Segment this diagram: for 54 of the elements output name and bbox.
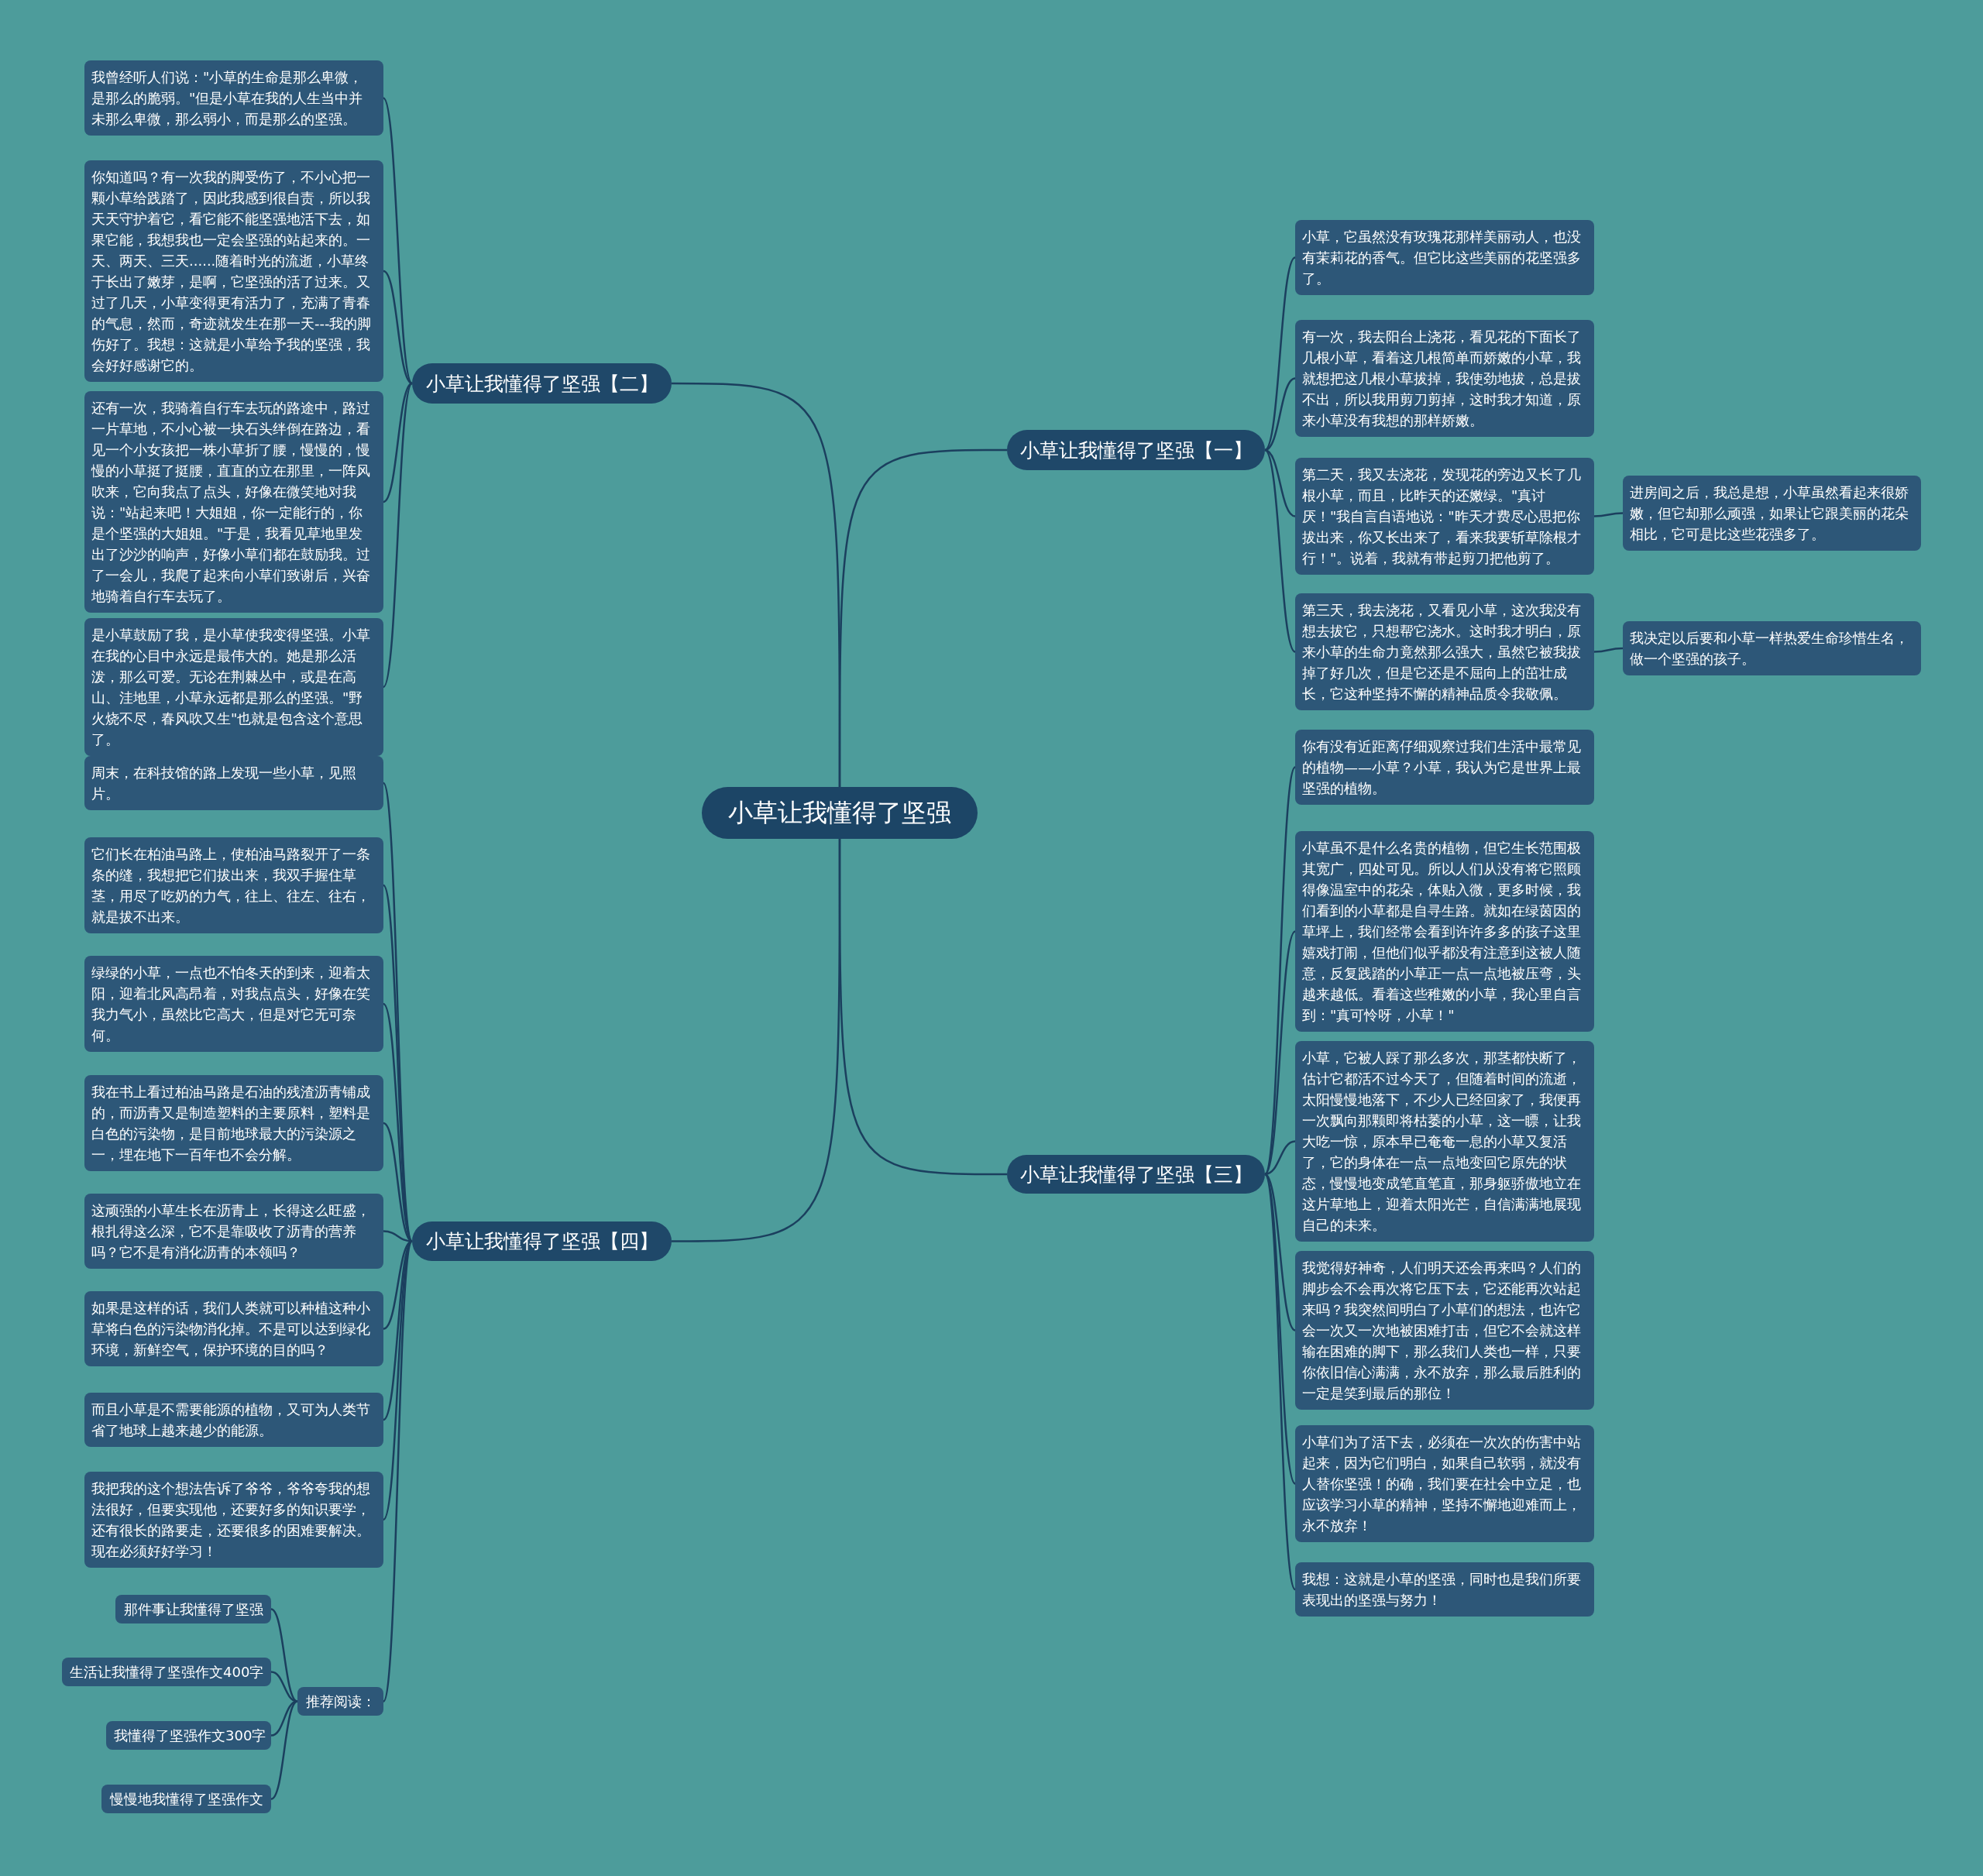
text-box: 它们长在柏油马路上，使柏油马路裂开了一条条的缝，我想把它们拔出来，我双手握住草茎，用尽了吃奶的力气，往上、往左、往右，就是拔不出来。 [84, 837, 383, 933]
connector-line [672, 839, 841, 1242]
connector-line [382, 97, 414, 384]
connector-line [1593, 647, 1624, 653]
connector-line [1264, 930, 1296, 1175]
link-box: 推荐阅读： [297, 1687, 383, 1716]
text-box: 你有没有近距离仔细观察过我们生活中最常见的植物——小草？小草，我认为它是世界上最坚强的植物。 [1295, 730, 1594, 805]
link-box: 生活让我懂得了坚强作文400字 [62, 1658, 271, 1687]
connector-line [382, 383, 414, 688]
text-box: 而且小草是不需要能源的植物，又可为人类节省了地球上越来越少的能源。 [84, 1393, 383, 1447]
connector-line [1264, 256, 1296, 451]
text-box: 还有一次，我骑着自行车去玩的路途中，路过一片草地，不小心被一块石头绊倒在路边，看见一个小女孩把一株小草折了腰，慢慢的，慢慢的小草挺了挺腰，直直的立在那里，一阵风吹来，它向我点了点头，好像在微笑地对我说："站起来吧！大姐姐，你一定能行的，你是个坚强的大姐姐。"于是，我看见草地里发出了沙沙的响声，好像小草们都在鼓励我。过了一会儿，我爬了起来向小草们致谢后，兴奋地骑着自行车去玩了。 [84, 391, 383, 613]
branch-topic: 小草让我懂得了坚强【三】 [1007, 1155, 1265, 1194]
connector-line [382, 1241, 414, 1702]
text-box: 我在书上看过柏油马路是石油的残渣沥青铺成的，而沥青又是制造塑料的主要原料，塑料是白色的污染物，是目前地球最大的污染源之一，埋在地下一百年也不会分解。 [84, 1075, 383, 1171]
text-box: 我把我的这个想法告诉了爷爷，爷爷夸我的想法很好，但要实现他，还要好多的知识要学，还有很长的路要走，还要很多的困难要解决。现在必须好好学习！ [84, 1472, 383, 1568]
connector-line [672, 382, 841, 787]
text-box: 第三天，我去浇花，又看见小草，这次我没有想去拔它，只想帮它浇水。这时我才明白，原来小草的生命力竟然那么强大，虽然它被我拔掉了好几次，但是它还是不屈向上的茁壮成长，它这种坚持不懈的精神品质令我敬佩。 [1295, 593, 1594, 710]
text-box: 我曾经听人们说："小草的生命是那么卑微，是那么的脆弱。"但是小草在我的人生当中并未那么卑微，那么弱小，而是那么的坚强。 [84, 60, 383, 136]
text-box: 这顽强的小草生长在沥青上，长得这么旺盛，根扎得这么深，它不是靠吸收了沥青的营养吗？它不是有消化沥青的本领吗？ [84, 1194, 383, 1269]
text-box: 有一次，我去阳台上浇花，看见花的下面长了几根小草，看着这几根简单而娇嫩的小草，我就想把这几根小草拔掉，我使劲地拔，总是拔不出，所以我用剪刀剪掉，这时我才知道，原来小草没有我想的那样娇嫩。 [1295, 320, 1594, 437]
connector-line [382, 782, 414, 1242]
connector-line [270, 1700, 298, 1800]
text-box: 是小草鼓励了我，是小草使我变得坚强。小草在我的心目中永远是最伟大的。她是那么活泼，那么可爱。无论在荆棘丛中，或是在高山、洼地里，小草永远都是那么的坚强。"野火烧不尽，春风吹又生"也就是包含这个意思了。 [84, 618, 383, 756]
branch-topic: 小草让我懂得了坚强【二】 [412, 363, 672, 404]
link-box: 那件事让我懂得了坚强 [115, 1595, 271, 1624]
text-box: 小草们为了活下去，必须在一次次的伤害中站起来，因为它们明白，如果自己软弱，就没有人替你坚强！的确，我们要在社会中立足，也应该学习小草的精神，坚持不懈地迎难而上，永不放弃！ [1295, 1425, 1594, 1542]
connector-line [270, 1608, 298, 1702]
central-topic: 小草让我懂得了坚强 [702, 787, 978, 839]
text-box: 周末，在科技馆的路上发现一些小草，见照片。 [84, 756, 383, 810]
text-box: 我觉得好神奇，人们明天还会再来吗？人们的脚步会不会再次将它压下去，它还能再次站起来吗？我突然间明白了小草们的想法，也许它会一次又一次地被困难打击，但它不会就这样输在困难的脚下，那么我们人类也一样，只要你依旧信心满满，永不放弃，那么最后胜利的一定是笑到最后的那位！ [1295, 1251, 1594, 1410]
connector-line [383, 270, 413, 385]
connector-line [383, 382, 413, 503]
text-box: 第二天，我又去浇花，发现花的旁边又长了几根小草，而且，比昨天的还嫩绿。"真讨厌！"我自言自语地说："昨天才费尽心思把你拔出来，你又长出来了，看来我要斩草除根才行！"。说着，我就有带起剪刀把他剪了。 [1295, 458, 1594, 575]
connector-line [1264, 449, 1296, 653]
text-box: 小草，它虽然没有玫瑰花那样美丽动人，也没有茉莉花的香气。但它比这些美丽的花坚强多了。 [1295, 220, 1594, 295]
text-box: 我想：这就是小草的坚强，同时也是我们所要表现出的坚强与努力！ [1295, 1562, 1594, 1617]
text-box: 小草，它被人踩了那么多次，那茎都快断了，估计它都活不过今天了，但随着时间的流逝，太阳慢慢地落下，不少人已经回家了，我便再一次飘向那颗即将枯萎的小草，这一瞟，让我大吃一惊，原本早已奄奄一息的小草又复活了，它的身体在一点一点地变回它原先的状态，慢慢地变成笔直笔直，那身躯骄傲地立在这片草地上，迎着太阳光芒，自信满满地展现自己的未来。 [1295, 1041, 1594, 1242]
link-box: 我懂得了坚强作文300字 [106, 1721, 271, 1751]
connector-line [1263, 1173, 1297, 1590]
connector-line [1263, 767, 1297, 1175]
connector-line [1264, 1140, 1296, 1176]
link-box: 慢慢地我懂得了坚强作文 [101, 1785, 271, 1814]
text-box: 小草虽不是什么名贵的植物，但它生长范围极其宽广，四处可见。所以人们从没有将它照顾得像温室中的花朵，体贴入微，更多时候，我们看到的小草都是自寻生路。就如在绿茵因的草坪上，我们经常会看到许许多多的孩子这里嬉戏打闹，但他们似乎都没有注意到这被人随意，反复践踏的小草正一点一点地被压弯，头越来越低。看着这些稚嫩的小草，我心里自言到："真可怜呀，小草！" [1295, 831, 1594, 1032]
branch-topic: 小草让我懂得了坚强【四】 [412, 1221, 672, 1261]
text-box: 我决定以后要和小草一样热爱生命珍惜生名，做一个坚强的孩子。 [1623, 621, 1921, 675]
text-box: 绿绿的小草，一点也不怕冬天的到来，迎着太阳，迎着北风高昂着，对我点点头，好像在笑我力气小，虽然比它高大，但是对它无可奈何。 [84, 956, 383, 1052]
connector-line [1593, 512, 1624, 517]
connector-line [1264, 448, 1296, 517]
text-box: 如果是这样的话，我们人类就可以种植这种小草将白色的污染物消化掉。不是可以达到绿化环境，新鲜空气，保护环境的目的吗？ [84, 1291, 383, 1366]
branch-topic: 小草让我懂得了坚强【一】 [1007, 430, 1265, 470]
connector-line [1264, 377, 1296, 452]
text-box: 你知道吗？有一次我的脚受伤了，不小心把一颗小草给践踏了，因此我感到很自责，所以我天天守护着它，看它能不能坚强地活下去，如果它能，我想我也一定会坚强的站起来的。一天、两天、三天......随着时光的流逝，小草终于长出了嫩芽，是啊，它坚强的活了过来。又过了几天，小草变得更有活力了，充满了青春的气息，然而，奇迹就发生在那一天---我的脚伤好了。我想：这就是小草给予我的坚强，我会好好感谢它的。 [84, 160, 383, 382]
text-box: 进房间之后，我总是想，小草虽然看起来很娇嫩，但它却那么顽强，如果让它跟美丽的花朵相比，它可是比这些花强多了。 [1623, 476, 1921, 551]
